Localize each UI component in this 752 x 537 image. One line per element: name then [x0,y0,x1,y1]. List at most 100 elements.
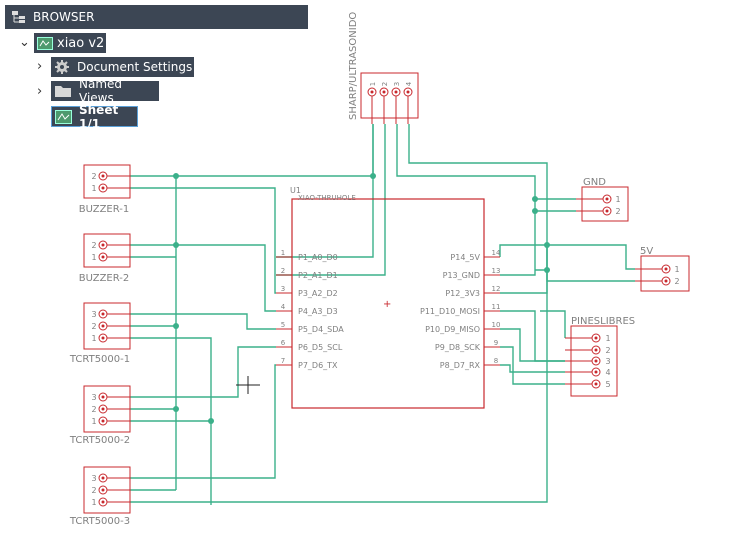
xiao-right-pins: 14P14_5V13P13_GND12P12_3V311P11_D10_MOSI… [420,249,501,370]
connector-pin-number: 1 [91,334,96,343]
junction-dot [173,173,179,179]
connector-pin-number: 3 [91,474,96,483]
connector-body [581,186,629,222]
junction-dot [544,242,550,248]
connector-pin-dot [101,186,105,190]
connector-label: TCRT5000-3 [69,516,130,527]
connector-pin-dot [101,243,105,247]
xiao-right-pin-number: 14 [492,249,501,257]
xiao-left-pin-name: P4_A3_D3 [298,307,338,316]
connector-label: TCRT5000-1 [69,354,130,365]
chevron-right-icon[interactable]: › [37,84,43,99]
junction-dot [173,323,179,329]
connector-pin-number: 2 [605,346,610,355]
xiao-left-pin-name: P6_D5_SCL [298,343,343,352]
gear-icon [54,59,70,75]
xiao-left-pin-number: 4 [281,303,286,311]
connector-pin-number: 1 [369,82,377,86]
connector-pin-dot [101,407,105,411]
document-row[interactable]: xiao v2 [34,33,106,53]
wire [500,310,565,362]
connector-pin-number: 1 [615,195,620,204]
connector-pin-dot [406,90,410,94]
sheet-icon [55,109,72,124]
junctions [173,173,550,424]
xiao-body [291,198,485,409]
connector-body [360,72,419,119]
xiao-ref: U1 [290,186,301,195]
wire [499,244,635,270]
connector-pin-dot [101,500,105,504]
wire [535,269,635,282]
chevron-right-icon[interactable]: › [37,59,43,74]
xiao-left-pin-name: P5_D4_SDA [298,325,344,334]
connector-pin-dot [664,279,668,283]
wire [500,245,548,294]
connector-pin-number: 1 [91,184,96,193]
xiao-left-pin-number: 2 [281,267,285,275]
schematic-doc-icon [37,36,53,50]
connector-pin-dot [594,348,598,352]
connector-gnd[interactable]: 1 2 GND [576,177,629,222]
xiao-left-pin-name: P2_A1_D1 [298,271,338,280]
sheet-label: Sheet 1/1 [79,102,119,131]
connector-label: GND [583,177,606,188]
named-views-item[interactable]: Named Views [51,77,159,105]
junction-dot [532,196,538,202]
browser-header[interactable]: BROWSER [5,5,308,29]
xiao-left-pin-number: 1 [281,249,285,257]
connector-body [83,164,131,199]
connector-pin-number: 2 [381,82,389,86]
connector-label: BUZZER-1 [79,204,130,215]
connector-pin-number: 2 [91,405,96,414]
xiao-left-pin-name: P7_D6_TX [298,361,338,370]
wire [130,244,276,312]
connector-pin-number: 2 [615,207,620,216]
chevron-down-icon[interactable]: ⌄ [19,35,30,50]
net-wires [130,124,635,505]
xiao-right-pin-number: 12 [492,285,501,293]
connector-label: TCRT5000-2 [69,435,130,446]
wire [408,124,548,245]
connector-pin-number: 5 [605,380,610,389]
wire [130,313,276,330]
connector-pin-dot [594,359,598,363]
wire [276,176,374,258]
xiao-right-pin-number: 10 [492,321,501,329]
sheet-item[interactable]: Sheet 1/1 [51,103,138,131]
xiao-left-pin-number: 5 [281,321,285,329]
named-views-label: Named Views [79,77,123,105]
wire [540,310,566,338]
wire [130,337,212,505]
connector-pin-number: 1 [91,498,96,507]
wire [500,328,565,362]
xiao-right-pin-name: P13_GND [443,271,480,280]
connector-body [83,233,131,268]
xiao-right-pin-name: P10_D9_MISO [425,325,480,334]
origin-cross-icon: + [383,299,391,310]
connector-label: PINESLIBRES [571,316,635,327]
connectors: 21BUZZER-121BUZZER-2321TCRT5000-1321TCRT… [69,12,690,527]
xiao-left-pin-name: P3_A2_D2 [298,289,338,298]
xiao-right-pin-name: P14_5V [450,253,480,262]
xiao-right-pin-number: 13 [492,267,501,275]
document-settings-item[interactable]: Document Settings [51,57,194,77]
xiao-right-pin-number: 11 [492,303,501,311]
connector-pin-dot [101,488,105,492]
connector-pin-dot [394,90,398,94]
connector-label: SHARP/ULTRASONIDO [348,12,359,120]
junction-dot [544,267,550,273]
browser-title: BROWSER [33,10,95,24]
connector-pin-number: 2 [91,486,96,495]
